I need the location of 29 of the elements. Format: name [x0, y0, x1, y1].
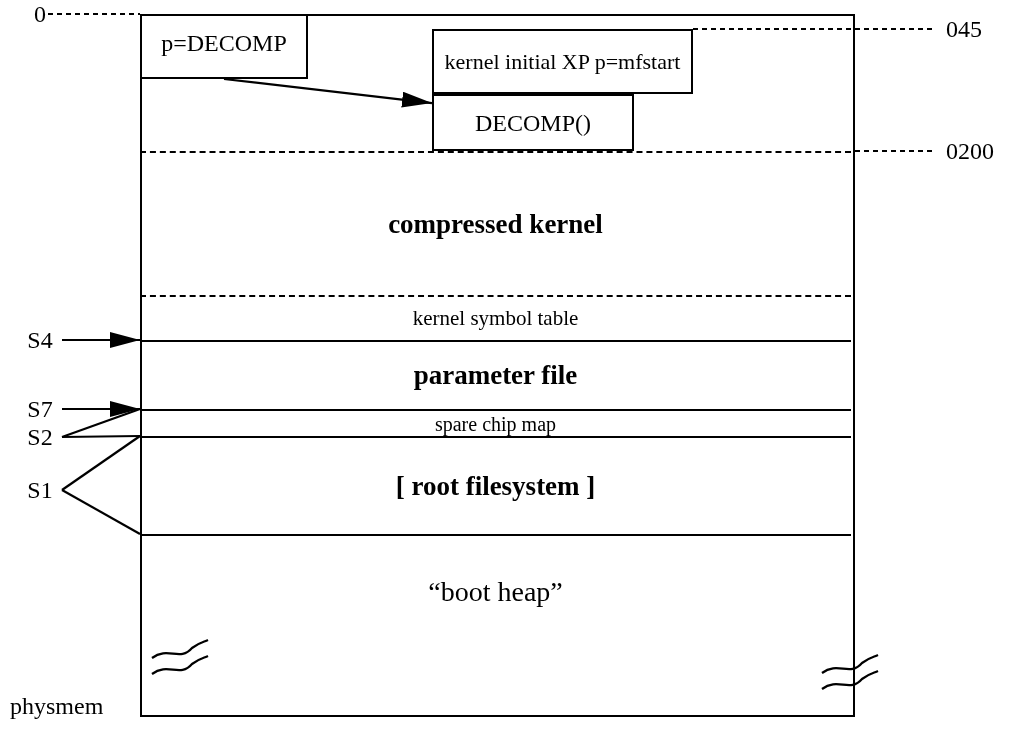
arrow [223, 77, 433, 108]
memory-region-band [140, 409, 851, 436]
region-label: spare chip map [434, 412, 557, 435]
arrow [62, 332, 140, 348]
leader-line [61, 435, 141, 491]
leader-line [61, 489, 141, 535]
region-label: [ root filesystem ] [395, 471, 596, 501]
region-label: kernel symbol table [412, 307, 579, 330]
leader-line [62, 434, 140, 439]
memory-end-label: physmem [10, 694, 104, 718]
leader-line [61, 407, 141, 439]
region-label: compressed kernel [388, 209, 603, 239]
region-label: “boot heap” [428, 576, 563, 607]
arrow [62, 401, 140, 417]
region-label: DECOMP() [475, 109, 591, 136]
region-label: kernel initial XP p=mfstart [444, 49, 681, 74]
marker-label: S7 [27, 396, 53, 422]
region-label: parameter file [413, 361, 578, 390]
marker-label: S1 [27, 477, 53, 503]
function-box [432, 94, 634, 151]
process-box [432, 29, 693, 94]
memory-map-box [140, 14, 855, 717]
marker-label: S4 [27, 327, 53, 353]
marker-label: S2 [27, 424, 53, 450]
address-label: 0200 [946, 139, 994, 163]
region-label: p=DECOMP [161, 30, 287, 56]
pointer-box [140, 14, 308, 79]
address-label: 045 [946, 17, 982, 41]
address-label: 0 [34, 2, 46, 26]
